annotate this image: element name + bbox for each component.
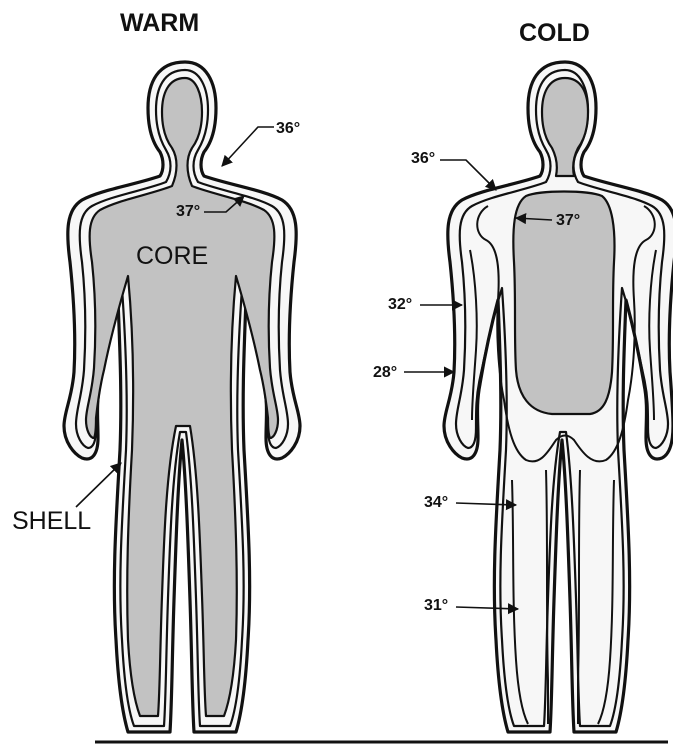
- warm-title: WARM: [120, 9, 199, 37]
- warm-core-temp-label: 37°: [176, 203, 200, 220]
- cold-thigh-temp-label: 34°: [424, 494, 448, 511]
- warm-figure: [64, 62, 300, 732]
- cold-skin-temp-label: 36°: [411, 150, 435, 167]
- warm-shell-pointer: [76, 463, 121, 507]
- cold-upper-arm-temp-label: 32°: [388, 296, 412, 313]
- cold-figure: [444, 62, 673, 732]
- cold-title: COLD: [519, 19, 590, 47]
- cold-forearm-temp-label: 28°: [373, 364, 397, 381]
- warm-shell-label: SHELL: [12, 507, 91, 535]
- warm-skin-temp-pointer: [222, 127, 274, 166]
- cold-core-temp-label: 37°: [556, 212, 580, 229]
- warm-core-label: CORE: [136, 242, 208, 270]
- cold-skin-temp-pointer: [440, 160, 496, 190]
- warm-skin-temp-label: 36°: [276, 120, 300, 137]
- cold-lower-leg-temp-label: 31°: [424, 597, 448, 614]
